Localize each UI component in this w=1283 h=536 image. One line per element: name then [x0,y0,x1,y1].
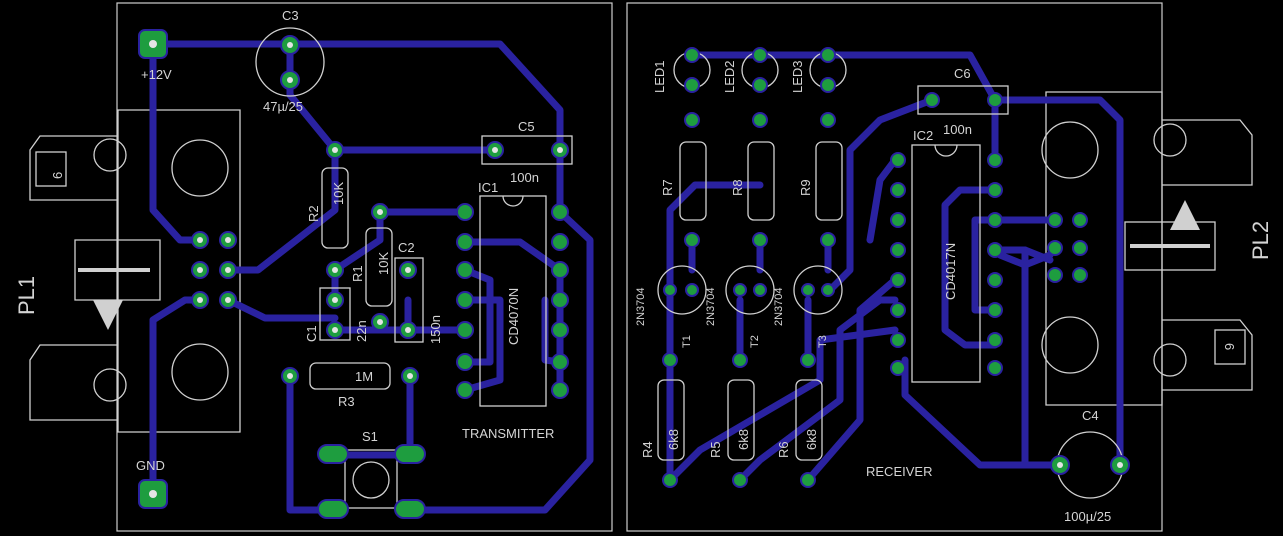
r3-value: 1M [355,369,373,384]
c2-value: 150n [428,315,443,344]
r4-resistor: R4 6k8 [640,352,685,488]
ic2-ref: IC2 [913,128,933,143]
r7-ref: R7 [660,179,675,196]
led2-label: LED2 [722,60,737,93]
ic1-pads [456,203,569,399]
r4-value: 6k8 [666,429,681,450]
ic1-value: CD4070N [506,288,521,345]
gnd-label: GND [136,458,165,473]
led1: LED1 [652,47,711,128]
c1-value: 22n [354,320,369,342]
receiver-title: RECEIVER [866,464,932,479]
c3-value: 47µ/25 [263,99,303,114]
pl2-label: PL2 [1248,221,1273,260]
ic1-chip: IC1 CD4070N [456,180,569,407]
led3: LED3 [790,47,847,128]
r4-ref: R4 [640,441,655,458]
r5-value: 6k8 [736,429,751,450]
pl1-pads [191,231,237,309]
r3-resistor: 1M R3 [281,362,419,409]
t2-value: 2N3704 [705,287,717,326]
s1-ref: S1 [362,429,378,444]
power-label: +12V [141,67,172,82]
c1-ref: C1 [304,325,319,342]
c3-capacitor: C3 47µ/25 [255,8,325,114]
ic2-value: CD4017N [943,243,958,300]
pl1-number: 6 [50,172,65,179]
r1-resistor: R1 10K [350,203,393,331]
c1-capacitor: C1 22n [304,287,369,342]
receiver-board: LED1 LED2 LED3 R7 R8 [626,2,1273,532]
ic1-ref: IC1 [478,180,498,195]
c6-capacitor: C6 100n [917,66,1009,137]
t2-ref: T2 [749,335,761,348]
r5-resistor: R5 6k8 [708,352,755,488]
transmitter-title: TRANSMITTER [462,426,554,441]
c2-ref: C2 [398,240,415,255]
t1-value: 2N3704 [635,287,647,326]
pl2-number: 6 [1222,343,1237,350]
c2-capacitor: C2 150n [394,240,443,344]
ic2-pads [890,152,1003,376]
leds: LED1 LED2 LED3 [652,47,847,128]
r2-value: 10K [331,182,346,205]
c5-capacitor: C5 100n [481,119,573,185]
led3-label: LED3 [790,60,805,93]
t2-transistor: 2N3704 T2 [705,265,775,348]
c6-ref: C6 [954,66,971,81]
r5-ref: R5 [708,441,723,458]
led2: LED2 [722,47,779,128]
r8-resistor: R8 [730,141,775,248]
c3-ref: C3 [282,8,299,23]
r2-resistor: R2 10K [306,141,349,279]
ic2-chip: IC2 CD4017N [890,128,1003,383]
c5-ref: C5 [518,119,535,134]
t3-transistor: 2N3704 T3 [773,265,843,348]
transmitter-board-outline [116,2,613,532]
power-pads: +12V GND [136,29,172,509]
pl1-connector [29,109,241,433]
transmitter-board: C3 47µ/25 +12V GND R2 10K [14,2,613,532]
pl2-connector [1041,91,1253,406]
pl2-pads [1047,212,1088,283]
r7-resistor: R7 [660,141,707,248]
c5-value: 100n [510,170,539,185]
pl1-label: PL1 [14,276,39,315]
r8-ref: R8 [730,179,745,196]
r2-ref: R2 [306,205,321,222]
r3-ref: R3 [338,394,355,409]
t3-ref: T3 [817,335,829,348]
c6-value: 100n [943,122,972,137]
r6-value: 6k8 [804,429,819,450]
t1-transistor: 2N3704 T1 [635,265,707,348]
r1-ref: R1 [350,265,365,282]
r6-resistor: R6 6k8 [776,352,823,488]
r6-ref: R6 [776,441,791,458]
c4-value: 100µ/25 [1064,509,1111,524]
c4-capacitor: C4 100µ/25 [1050,408,1130,524]
s1-switch: S1 [317,429,426,519]
r9-resistor: R9 [798,141,843,248]
led1-label: LED1 [652,60,667,93]
r9-ref: R9 [798,179,813,196]
t1-ref: T1 [681,335,693,348]
r1-value: 10K [376,252,391,275]
c4-ref: C4 [1082,408,1099,423]
t3-value: 2N3704 [773,287,785,326]
